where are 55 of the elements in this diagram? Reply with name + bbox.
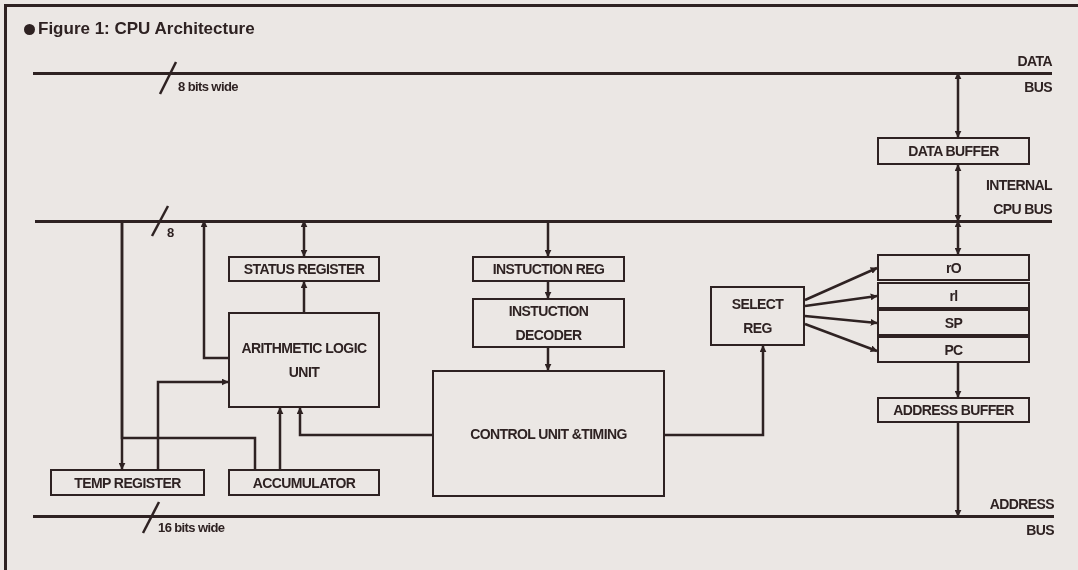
arrow bbox=[804, 322, 878, 353]
arrow bbox=[804, 314, 878, 326]
bus-label: INTERNAL CPU BUS bbox=[985, 176, 1052, 219]
block-label: PC bbox=[944, 340, 963, 360]
arrow bbox=[804, 293, 878, 308]
arrow bbox=[156, 378, 229, 469]
block-label: SELECT REG bbox=[730, 295, 785, 338]
arrow bbox=[804, 266, 878, 302]
block-label: INSTUCTION REG bbox=[492, 260, 605, 279]
block-label: SP bbox=[944, 313, 963, 333]
block-label: STATUS REGISTER bbox=[243, 260, 365, 279]
connector-line bbox=[120, 221, 257, 469]
block-box bbox=[228, 469, 380, 496]
arrow bbox=[200, 220, 228, 360]
block-box bbox=[228, 256, 380, 282]
block-box bbox=[877, 336, 1030, 363]
arrow bbox=[954, 164, 962, 222]
block-box bbox=[472, 298, 625, 348]
block-box bbox=[228, 312, 380, 408]
block-label: TEMP REGISTER bbox=[74, 473, 181, 493]
figure-title: Figure 1: CPU Architecture bbox=[38, 19, 255, 39]
arrow bbox=[954, 72, 962, 138]
arrow bbox=[544, 348, 552, 371]
block-label: DATA BUFFER bbox=[908, 142, 999, 161]
arrow bbox=[665, 345, 767, 437]
block-label: INSTUCTION DECODER bbox=[507, 302, 590, 345]
bus-width-label: 8 bits wide bbox=[178, 79, 238, 94]
block-box bbox=[432, 370, 665, 497]
arrow bbox=[954, 220, 962, 255]
arrow bbox=[544, 282, 552, 299]
arrow bbox=[300, 220, 308, 257]
bus-width-label: 8 bbox=[167, 225, 174, 240]
block-box bbox=[877, 254, 1030, 281]
arrow bbox=[954, 423, 962, 517]
block-box bbox=[877, 137, 1030, 165]
bus-label: DATA BUS bbox=[1016, 52, 1052, 97]
arrow bbox=[296, 407, 432, 437]
block-box bbox=[877, 397, 1030, 423]
block-label: ARITHMETIC LOGIC UNIT bbox=[240, 339, 368, 382]
arrow bbox=[544, 221, 552, 257]
bus-width-label: 16 bits wide bbox=[158, 520, 225, 535]
block-box bbox=[472, 256, 625, 282]
block-label: ACCUMULATOR bbox=[252, 473, 356, 493]
bus-label: ADDRESS BUS bbox=[988, 495, 1054, 540]
block-label: ADDRESS BUFFER bbox=[893, 401, 1014, 420]
block-box bbox=[877, 309, 1030, 336]
block-label: rl bbox=[949, 286, 958, 306]
arrow bbox=[954, 363, 962, 398]
arrow bbox=[300, 281, 308, 312]
block-label: CONTROL UNIT &TIMING bbox=[470, 424, 627, 444]
block-box bbox=[710, 286, 805, 346]
arrow bbox=[276, 407, 284, 469]
block-box bbox=[877, 282, 1030, 309]
block-label: rO bbox=[945, 258, 962, 278]
block-box bbox=[50, 469, 205, 496]
